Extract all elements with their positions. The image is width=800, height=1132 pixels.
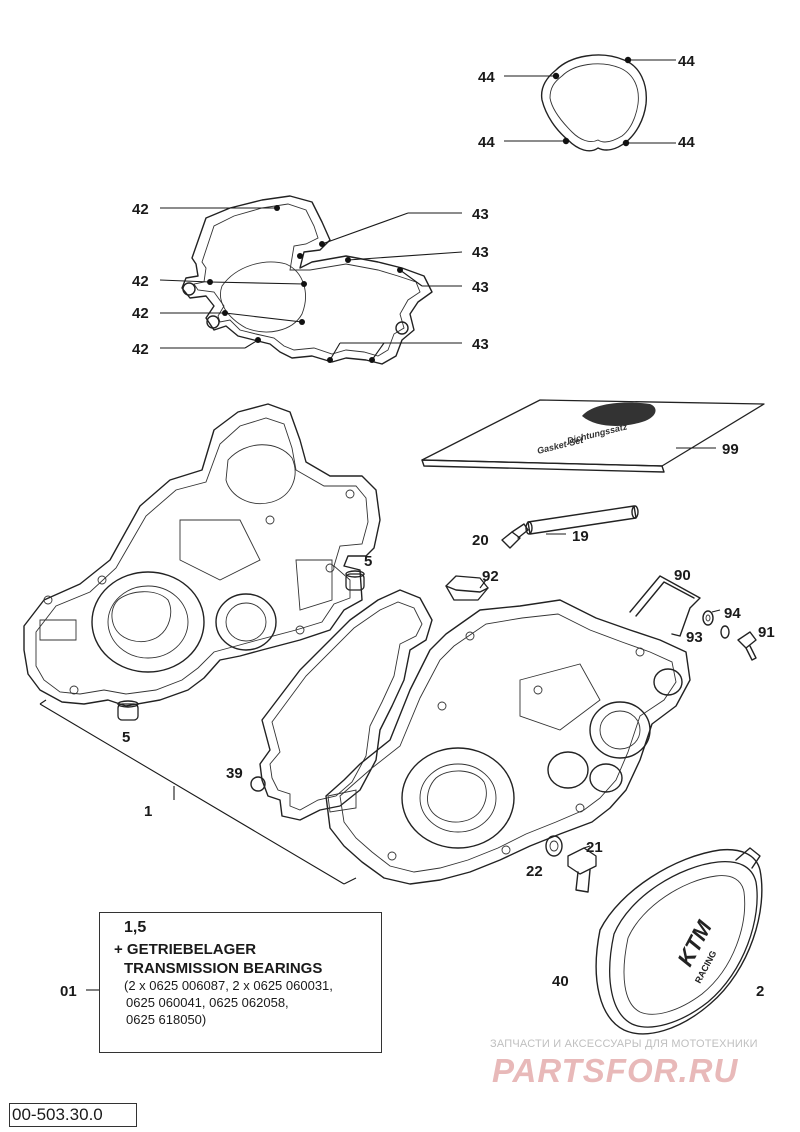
callout-40: 40 <box>552 973 569 990</box>
clutch-cover-gasket <box>540 54 647 152</box>
callout-2: 2 <box>756 983 764 1000</box>
sealing-ring-22 <box>545 835 563 857</box>
screw-91 <box>737 631 757 661</box>
bleed-screw <box>501 523 529 549</box>
diagram-reference-code: 00-503.30.0 <box>9 1103 137 1127</box>
note-line-2: TRANSMISSION BEARINGS <box>124 960 323 977</box>
clutch-gasket-leaders <box>504 56 676 147</box>
crankcase-gasket <box>181 195 433 365</box>
left-crankcase-half <box>23 403 381 707</box>
ignition-cover: KTM RACING <box>609 847 761 1028</box>
gasket-set-card: Dichtungssatz Gasket-Set <box>421 399 765 473</box>
callout-43-c: 43 <box>472 279 489 296</box>
crankcase-gasket-leaders <box>159 205 463 363</box>
bushing-upper <box>345 570 365 591</box>
callout-39: 39 <box>226 765 243 782</box>
callout-44-c: 44 <box>478 134 495 151</box>
callout-5-upper: 5 <box>364 553 372 570</box>
callout-21: 21 <box>586 839 603 856</box>
assembly-bracket <box>39 699 357 885</box>
washer-93 <box>720 625 730 639</box>
note-qty: 1,5 <box>124 919 147 936</box>
watermark-site: PARTSFOR.RU <box>492 1052 739 1089</box>
callout-91: 91 <box>758 624 775 641</box>
wire-clip <box>629 575 701 637</box>
callout-19: 19 <box>572 528 589 545</box>
callout-22: 22 <box>526 863 543 880</box>
callout-42-b: 42 <box>132 273 149 290</box>
callout-42-c: 42 <box>132 305 149 322</box>
callout-5-lower: 5 <box>122 729 130 746</box>
callout-94: 94 <box>724 605 741 622</box>
note-line-3: (2 x 0625 006087, 2 x 0625 060031, <box>124 978 333 993</box>
watermark-tagline: ЗАПЧАСТИ И АКСЕССУАРЫ ДЛЯ МОТОТЕХНИКИ <box>490 1038 758 1050</box>
callout-44-a: 44 <box>478 69 495 86</box>
right-crankcase-half <box>325 599 691 885</box>
callout-90: 90 <box>674 567 691 584</box>
note-line-5: 0625 618050) <box>126 1012 207 1027</box>
callout-43-d: 43 <box>472 336 489 353</box>
callout-43-a: 43 <box>472 206 489 223</box>
note-line-4: 0625 060041, 0625 062058, <box>126 995 289 1010</box>
ignition-cover-gasket <box>595 848 763 1035</box>
callout-44-d: 44 <box>678 134 695 151</box>
crankcase-gasket-39 <box>250 589 433 821</box>
callout-44-b: 44 <box>678 53 695 70</box>
washer-94 <box>702 610 714 626</box>
callout-42-a: 42 <box>132 201 149 218</box>
drain-plug-21 <box>567 847 597 893</box>
callout-93: 93 <box>686 629 703 646</box>
callout-01: 01 <box>60 983 77 1000</box>
callout-99: 99 <box>722 441 739 458</box>
callout-92: 92 <box>482 568 499 585</box>
callout-20: 20 <box>472 532 489 549</box>
note-line-1: + GETRIEBELAGER <box>114 941 257 958</box>
callout-1: 1 <box>144 803 152 820</box>
callout-42-d: 42 <box>132 341 149 358</box>
callout-43-b: 43 <box>472 244 489 261</box>
rubber-block <box>445 575 489 601</box>
parts-note-box: 1,5 + GETRIEBELAGER TRANSMISSION BEARING… <box>99 912 382 1053</box>
